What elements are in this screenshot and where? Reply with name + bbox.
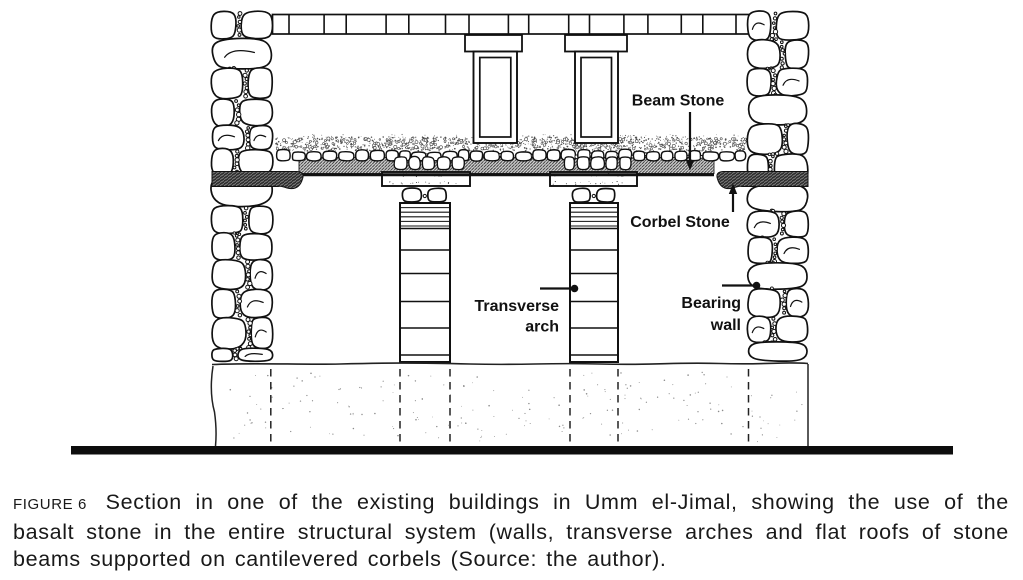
caption-word: existing bbox=[357, 490, 436, 514]
label-corbel-stone: Corbel Stone bbox=[630, 214, 730, 231]
caption-word: el-Jimal, bbox=[651, 490, 738, 514]
caption-word: the bbox=[848, 490, 881, 514]
caption-line: beams supported on cantilevered corbels … bbox=[13, 546, 1009, 574]
label-bearing-wall-2: wall bbox=[710, 317, 741, 334]
caption-word: the bbox=[977, 490, 1009, 514]
caption-word: of bbox=[278, 490, 298, 514]
caption-word: (walls, bbox=[488, 519, 555, 544]
caption-word: Section bbox=[105, 490, 182, 514]
caption-word: in bbox=[154, 519, 173, 544]
caption-word: the bbox=[184, 519, 217, 544]
caption-word: buildings bbox=[448, 490, 540, 514]
caption-word: transverse bbox=[566, 519, 674, 544]
caption-word: in bbox=[195, 490, 214, 514]
label-transverse-arch-2: arch bbox=[525, 319, 559, 336]
rubble-fill-row bbox=[275, 148, 747, 162]
caption-word: arches bbox=[685, 519, 754, 544]
transverse-arch-piers bbox=[381, 155, 638, 363]
label-beam-stone: Beam Stone bbox=[632, 93, 725, 110]
section-drawing: Beam Stone Corbel Stone Transverse arch … bbox=[71, 10, 953, 455]
corbel-stones bbox=[211, 171, 809, 190]
label-bearing-wall-1: Bearing bbox=[681, 295, 741, 312]
excavation-left-edge bbox=[210, 365, 217, 447]
caption-word: entire bbox=[228, 519, 286, 544]
caption-word: one bbox=[227, 490, 266, 514]
caption-word: the bbox=[311, 490, 344, 514]
caption-word: structural bbox=[297, 519, 393, 544]
ground-base-line bbox=[71, 446, 953, 455]
caption-word: in bbox=[553, 490, 572, 514]
roof-parapet-band bbox=[271, 13, 751, 35]
caption-word: flat bbox=[815, 519, 847, 544]
caption-word: roofs bbox=[858, 519, 910, 544]
caption-word: of bbox=[944, 490, 964, 514]
label-transverse-arch-1: Transverse bbox=[474, 298, 559, 315]
bearing-walls bbox=[210, 10, 810, 363]
annotations: Beam Stone Corbel Stone Transverse arch … bbox=[474, 93, 761, 336]
figure-number: FIGURE 6 bbox=[13, 496, 87, 513]
caption-word: system bbox=[404, 519, 477, 544]
caption-word: Umm bbox=[584, 490, 639, 514]
ground bbox=[229, 369, 803, 446]
ground-surface-line bbox=[211, 362, 809, 366]
caption-word: stone bbox=[953, 519, 1009, 544]
caption-line-3: beams supported on cantilevered corbels … bbox=[13, 547, 667, 572]
caption-word: showing bbox=[751, 490, 835, 514]
caption-word: basalt bbox=[13, 519, 75, 544]
caption-word: and bbox=[765, 519, 804, 544]
caption-word: of bbox=[921, 519, 942, 544]
upper-floor-openings bbox=[464, 34, 628, 144]
caption-word: stone bbox=[86, 519, 143, 544]
caption-word: use bbox=[893, 490, 931, 514]
